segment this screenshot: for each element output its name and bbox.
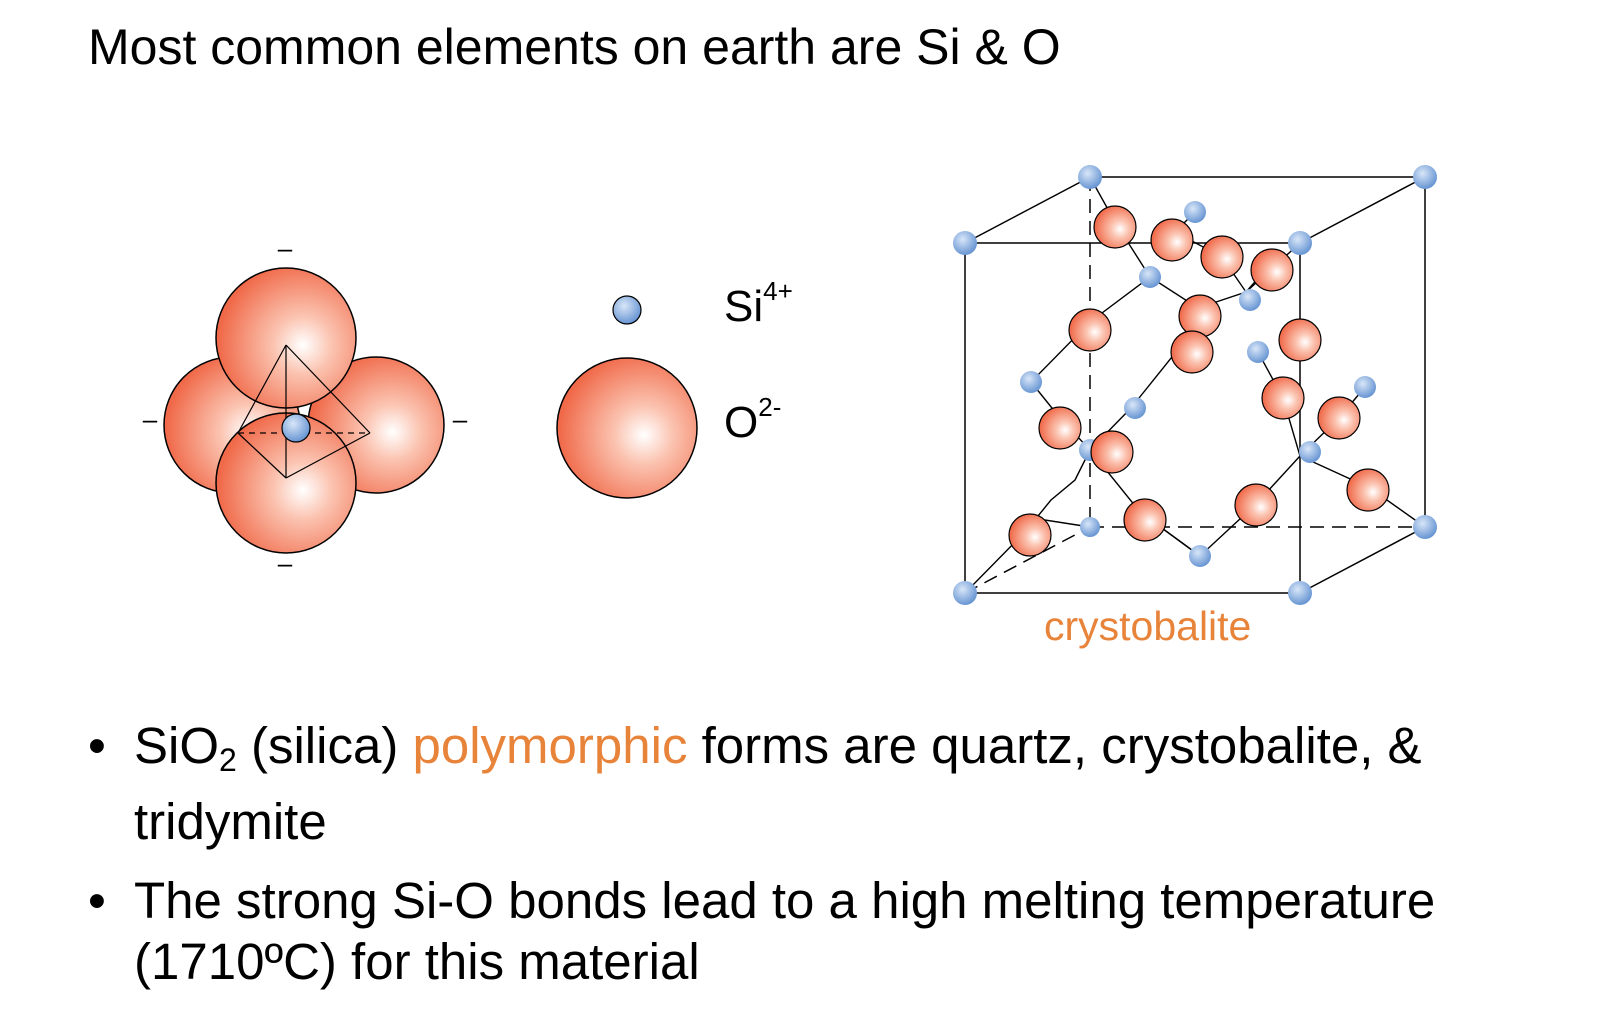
silicon-atom <box>1288 231 1312 255</box>
oxygen-atom <box>1317 396 1361 440</box>
oxygen-atom <box>1178 294 1222 338</box>
formula-text: SiO <box>134 717 220 774</box>
silicon-atom <box>1020 371 1042 393</box>
silicon-atom <box>1124 397 1146 419</box>
charge-mark-left: – <box>143 404 158 434</box>
si-charge: 4+ <box>763 276 793 306</box>
silicon-atom <box>281 413 311 443</box>
charge-mark-bottom: – <box>278 548 293 578</box>
oxygen-atom <box>1170 330 1214 374</box>
oxygen-atom <box>1123 498 1167 542</box>
bullet-text: The strong Si-O bonds lead to a high mel… <box>134 872 1436 990</box>
charge-mark-top: – <box>278 233 293 263</box>
highlight-text: polymorphic <box>412 717 688 774</box>
silicon-atom <box>1413 165 1437 189</box>
legend-si-label: Si4+ <box>724 276 793 332</box>
silicon-atom <box>1139 266 1161 288</box>
crystal-oxygen-atoms <box>1008 205 1390 557</box>
oxygen-atom <box>1278 318 1322 362</box>
charge-mark-right: – <box>453 404 468 434</box>
silicon-atom <box>1184 201 1206 223</box>
silicon-atom <box>1354 376 1376 398</box>
oxygen-atom <box>1008 513 1052 557</box>
legend-o-label: O2- <box>724 392 781 448</box>
bullet-list: • SiO2 (silica) polymorphic forms are qu… <box>88 715 1588 1010</box>
crystobalite-label: crystobalite <box>1044 603 1252 649</box>
o-charge: 2- <box>758 392 782 422</box>
silicon-atom <box>1078 165 1102 189</box>
oxygen-atom <box>1150 218 1194 262</box>
o-symbol: O <box>724 398 759 447</box>
oxygen-atom <box>1261 376 1305 420</box>
formula-subscript: 2 <box>219 742 237 778</box>
silicon-atom <box>1413 515 1437 539</box>
oxygen-atom <box>1090 430 1134 474</box>
oxygen-atom <box>1234 483 1278 527</box>
silicon-atom <box>1080 517 1100 537</box>
oxygen-atom <box>1346 468 1390 512</box>
oxygen-atom <box>1068 308 1112 352</box>
page-title: Most common elements on earth are Si & O <box>88 19 1061 75</box>
oxygen-atom <box>1250 248 1294 292</box>
sio4-tetrahedron <box>163 267 445 554</box>
silicon-atom <box>1189 545 1211 567</box>
crystobalite-unit-cell <box>953 165 1437 605</box>
legend-oxygen-atom <box>556 357 698 499</box>
oxygen-atom <box>1038 406 1082 450</box>
bullet-text: forms are quartz, crystobalite, & tridym… <box>134 717 1422 850</box>
bullet-dot: • <box>88 717 106 774</box>
oxygen-atom <box>1200 235 1244 279</box>
silicon-atom <box>953 581 977 605</box>
bullet-dot: • <box>88 872 106 929</box>
silicon-atom <box>1299 441 1321 463</box>
oxygen-atom <box>1093 205 1137 249</box>
legend-silicon-atom <box>612 295 642 325</box>
silicon-atom <box>953 231 977 255</box>
bullet-item: • SiO2 (silica) polymorphic forms are qu… <box>88 715 1588 852</box>
silicon-atom <box>1239 289 1261 311</box>
silicon-atom <box>1288 581 1312 605</box>
cell-edges <box>964 176 1426 594</box>
si-symbol: Si <box>724 282 764 331</box>
bullet-text: (silica) <box>236 717 413 774</box>
bullet-item: • The strong Si-O bonds lead to a high m… <box>88 870 1588 992</box>
silicon-atom <box>1247 341 1269 363</box>
